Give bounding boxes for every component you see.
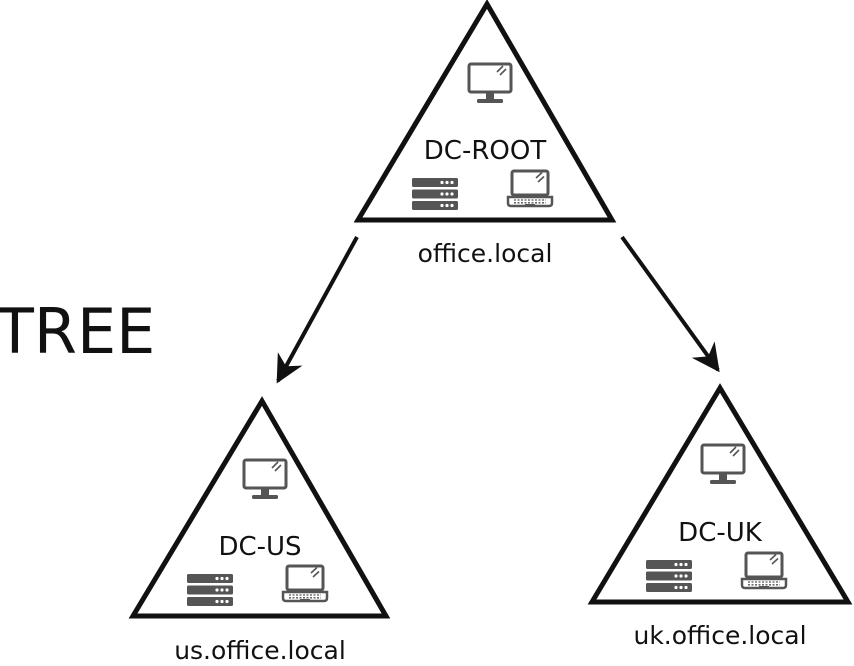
monitor-icon <box>700 443 746 486</box>
us-dc-label: DC-US <box>218 532 301 562</box>
root-triangle <box>353 0 617 223</box>
us-domain-label: us.office.local <box>174 636 346 665</box>
root-domain-label: office.local <box>418 239 553 268</box>
laptop-icon <box>506 169 554 208</box>
laptop-icon <box>740 551 788 590</box>
monitor-icon <box>467 62 513 105</box>
root-dc-label: DC-ROOT <box>424 136 547 166</box>
monitor-icon <box>242 458 288 501</box>
uk-triangle <box>587 383 853 605</box>
edge-root-to-us <box>276 236 359 384</box>
diagram-title: TREE <box>0 295 155 368</box>
us-triangle <box>128 396 391 619</box>
node-root: DC-ROOT office.local <box>353 0 617 268</box>
server-icon <box>646 560 692 592</box>
node-uk: DC-UK uk.office.local <box>587 383 853 650</box>
laptop-icon <box>281 564 329 603</box>
uk-domain-label: uk.office.local <box>633 621 806 650</box>
node-us: DC-US us.office.local <box>128 396 391 665</box>
edge-root-to-uk <box>620 235 720 373</box>
server-icon <box>412 178 458 210</box>
uk-dc-label: DC-UK <box>678 518 763 548</box>
server-icon <box>187 574 233 606</box>
